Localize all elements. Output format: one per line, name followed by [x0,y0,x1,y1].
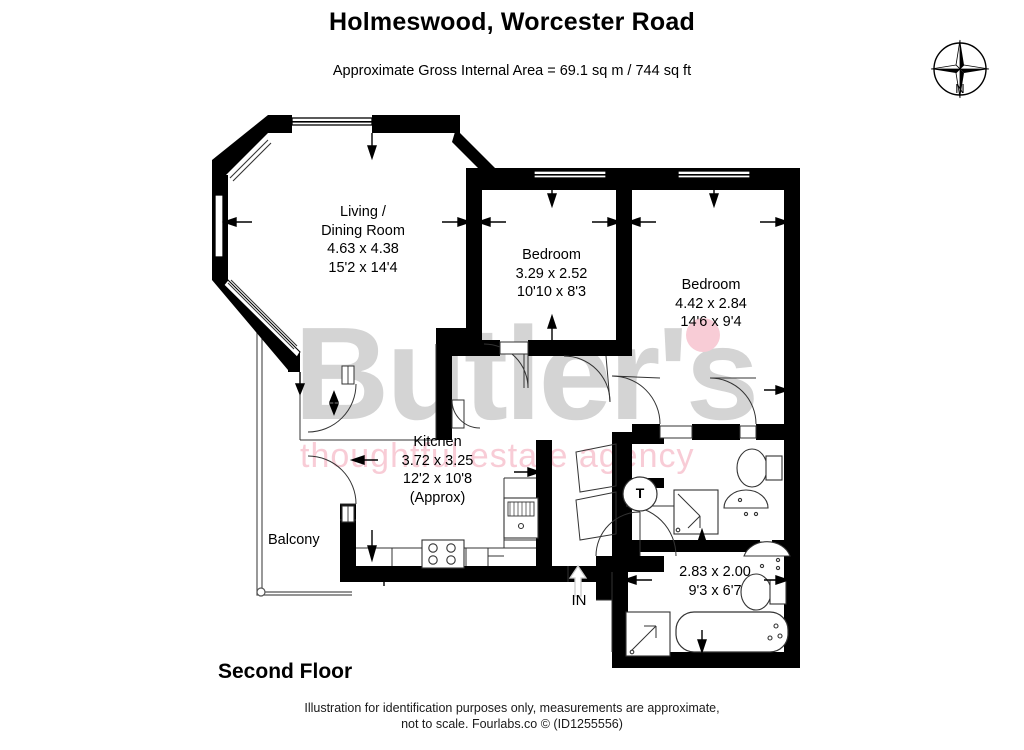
disclaimer-text: Illustration for identification purposes… [0,700,1024,732]
compass-rose-icon [930,39,990,99]
room-note: (Approx) [409,489,466,506]
room-name-line2: Dining Room [321,222,405,239]
tank-cupboard-label: T [635,485,645,501]
room-imperial: 15'2 x 14'4 [328,259,398,276]
disclaimer-line-1: Illustration for identification purposes… [304,701,720,715]
room-label-bedroom-2: Bedroom 4.42 x 2.84 14'6 x 9'4 [641,276,781,332]
page-title: Holmeswood, Worcester Road [329,8,695,36]
room-metric: 2.83 x 2.00 [679,564,751,580]
room-label-living-dining: Living / Dining Room 4.63 x 4.38 15'2 x … [293,203,433,277]
room-metric: 4.42 x 2.84 [675,295,747,312]
dimension-arrows [221,133,791,655]
balcony-outline [256,328,352,597]
room-name: Bedroom [522,247,581,263]
room-imperial: 9'3 x 6'7 [688,582,742,599]
room-imperial: 14'6 x 9'4 [680,314,742,330]
floor-level-label: Second Floor [218,660,353,683]
room-metric: 4.63 x 4.38 [327,241,399,257]
plan-details [227,139,791,657]
room-label-kitchen: Kitchen 3.72 x 3.25 12'2 x 10'8 (Approx) [370,433,505,507]
compass-north-label: N [955,81,965,96]
room-name: Bedroom [681,277,741,293]
entrance-arrow-icon [568,564,588,597]
room-label-balcony: Balcony [268,532,320,548]
room-label-bedroom-1: Bedroom 3.29 x 2.52 10'10 x 8'3 [484,246,619,302]
disclaimer-line-2: not to scale. Fourlabs.co © (ID1255556) [401,717,623,731]
room-metric: 3.29 x 2.52 [515,265,588,282]
room-name: Kitchen [413,434,462,450]
entrance-label: IN [571,592,587,609]
room-imperial: 12'2 x 10'8 [402,471,473,487]
room-imperial: 10'10 x 8'3 [516,284,587,300]
room-metric: 3.72 x 3.25 [401,452,474,469]
gross-internal-area-text: Approximate Gross Internal Area = 69.1 s… [332,63,692,79]
room-name-line1: Living / [340,204,386,220]
room-label-bathroom: 2.83 x 2.00 9'3 x 6'7 [645,563,785,600]
